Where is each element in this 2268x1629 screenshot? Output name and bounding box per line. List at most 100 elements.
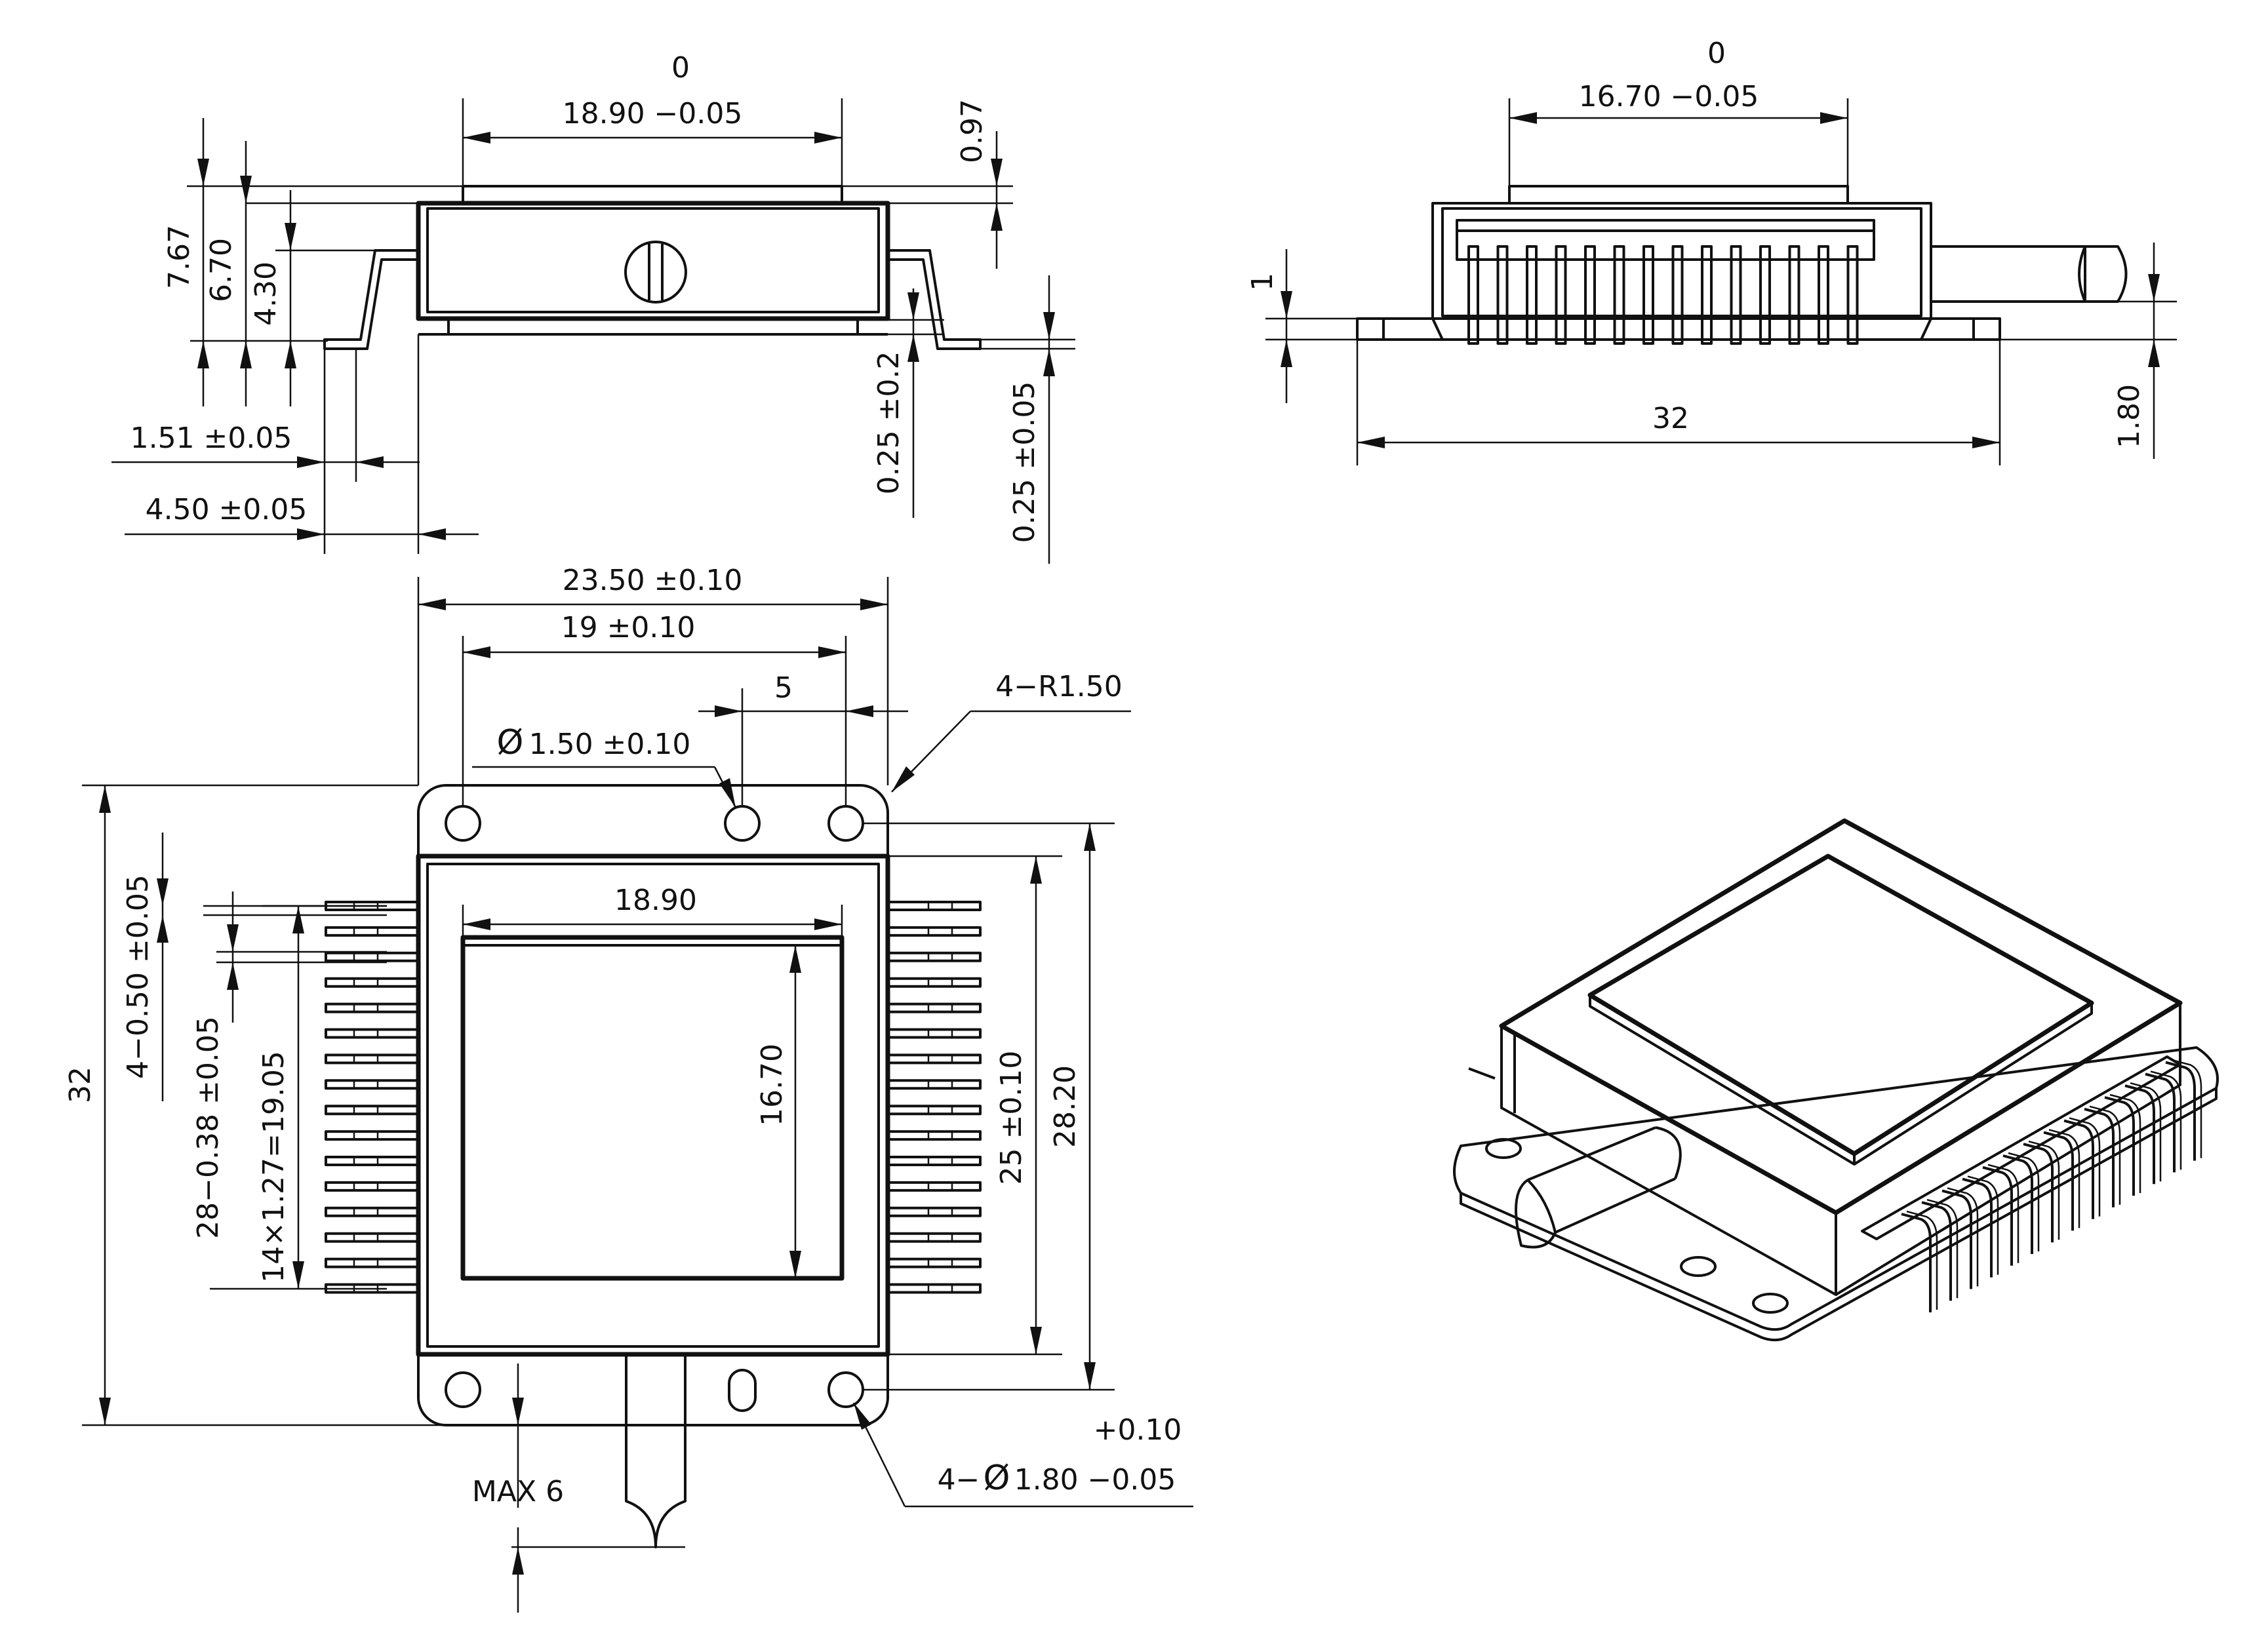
iso-pin-edge — [1947, 1187, 1979, 1287]
side-pin — [1818, 245, 1829, 345]
front-lead-thickness-a: 0.25 ±0.2 — [872, 351, 905, 495]
iso-pin — [2104, 1096, 2135, 1196]
screw-icon — [624, 241, 687, 304]
front-lead-span: 4.50 ±0.05 — [146, 493, 308, 526]
left-pin — [325, 951, 420, 962]
right-pin — [886, 1002, 982, 1013]
front-lead-thickness-b: 0.25 ±0.05 — [1008, 382, 1041, 543]
left-pin — [325, 1232, 420, 1243]
iso-pin — [2043, 1131, 2074, 1231]
top-mount-holes-prefix: 4− — [938, 1463, 980, 1497]
right-pin — [886, 977, 982, 988]
iso-pin-edge — [2008, 1152, 2040, 1251]
side-pin — [1701, 245, 1713, 345]
side-pin — [1496, 245, 1509, 345]
left-pin — [325, 1156, 420, 1166]
left-pin — [325, 1130, 420, 1141]
top-body-height: 25 ±0.10 — [995, 1051, 1028, 1185]
iso-pin — [2124, 1084, 2155, 1185]
left-pin — [325, 1206, 420, 1217]
iso-pin-edge — [2089, 1105, 2121, 1205]
top-hole-diameter: 1.50 ±0.10 — [529, 728, 691, 761]
top-hole-diameter-symbol: Ø — [497, 723, 524, 762]
right-pin — [886, 1257, 982, 1268]
iso-pin-edge — [2028, 1140, 2060, 1240]
right-pin — [886, 1028, 982, 1039]
iso-pin-edge — [2130, 1082, 2162, 1182]
top-pin-a: 4−0.50 ±0.05 — [121, 874, 155, 1079]
top-hole-span: 28.20 — [1048, 1065, 1082, 1148]
iso-pin — [2063, 1119, 2094, 1219]
side-pin — [1467, 245, 1479, 345]
right-pin — [886, 951, 982, 962]
iso-pin-edge — [2048, 1129, 2080, 1228]
top-width-outer: 23.50 ±0.10 — [563, 564, 743, 597]
top-width-holes: 19 ±0.10 — [561, 611, 696, 644]
iso-pin — [1901, 1213, 1932, 1312]
side-total-length: 32 — [1652, 402, 1689, 435]
right-pin — [886, 926, 982, 937]
top-window-width: 18.90 — [614, 884, 697, 917]
slot-hole-icon — [728, 1369, 757, 1412]
front-lead-offset: 1.51 ±0.05 — [130, 422, 292, 455]
side-top-width-upper: 0 — [1707, 37, 1726, 70]
side-pin — [1642, 245, 1654, 345]
side-pin — [1526, 245, 1538, 345]
iso-pin-edge — [2109, 1093, 2141, 1193]
mount-hole-icon — [445, 805, 481, 842]
left-pin — [325, 926, 420, 937]
right-pin — [886, 901, 982, 911]
left-pin — [325, 1053, 420, 1065]
top-window-height: 16.70 — [755, 1044, 789, 1126]
top-mount-holes: 1.80 −0.05 — [1014, 1463, 1176, 1497]
top-fiber-max: MAX 6 — [472, 1475, 564, 1508]
top-corner-radius: 4−R1.50 — [995, 670, 1122, 703]
mount-hole-icon — [445, 1371, 481, 1408]
side-pin — [1555, 245, 1567, 345]
side-pin — [1846, 245, 1859, 345]
side-top-width: 16.70 −0.05 — [1579, 80, 1759, 113]
left-pin — [325, 977, 420, 988]
top-hole-offset: 5 — [774, 671, 793, 705]
isometric-view — [1453, 818, 2219, 1342]
top-pin-pitch: 14×1.27=19.05 — [257, 1051, 290, 1283]
side-pin — [1759, 245, 1771, 345]
front-height-total: 7.67 — [163, 225, 196, 289]
top-pin-b: 28−0.38 ±0.05 — [191, 1016, 225, 1239]
side-pin — [1584, 245, 1596, 345]
mount-hole-icon — [827, 1371, 864, 1408]
left-pin — [325, 1079, 420, 1090]
iso-pin-edge — [2069, 1117, 2101, 1217]
front-top-step: 0.97 — [955, 99, 989, 163]
front-height-lead: 4.30 — [249, 262, 283, 326]
side-pin — [1788, 245, 1800, 345]
iso-pin — [2002, 1154, 2033, 1254]
left-pin — [325, 1181, 420, 1192]
right-pin — [886, 1105, 982, 1116]
right-pin — [886, 1206, 982, 1217]
right-pin — [886, 1156, 982, 1166]
right-pin — [886, 1130, 982, 1141]
top-pins — [325, 901, 982, 1294]
top-height-total: 32 — [64, 1067, 97, 1103]
right-pin — [886, 1079, 982, 1090]
side-pin — [1730, 245, 1742, 345]
side-pins — [1467, 245, 1859, 345]
top-mount-holes-symbol: Ø — [984, 1459, 1010, 1498]
mount-hole-icon — [724, 805, 761, 842]
iso-pin — [2145, 1072, 2176, 1173]
iso-pin-edge — [1926, 1198, 1959, 1299]
front-top-width-upper: 0 — [671, 51, 690, 85]
iso-pin-edge — [1906, 1210, 1938, 1310]
iso-pin-edge — [1967, 1175, 1999, 1275]
iso-pin — [2165, 1061, 2196, 1161]
top-view: 23.50 ±0.10 19 ±0.10 5 Ø 1.50 ±0.10 4−R1… — [64, 564, 1193, 1613]
iso-pin — [2084, 1107, 2115, 1207]
iso-pin — [1941, 1189, 1972, 1289]
iso-pin-edge — [2170, 1059, 2202, 1158]
mount-hole-icon — [827, 805, 864, 842]
front-top-width: 18.90 −0.05 — [563, 97, 743, 130]
right-pin — [886, 1053, 982, 1065]
front-view: 0 18.90 −0.05 7.67 6.70 4.30 0.97 0.25 ±… — [111, 51, 1075, 564]
